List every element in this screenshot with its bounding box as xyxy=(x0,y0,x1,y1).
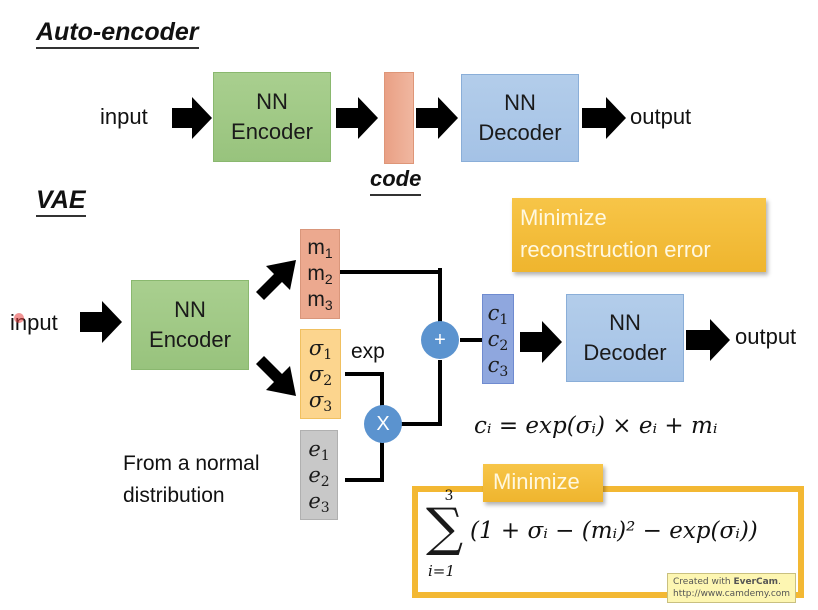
sigma-item: σ3 xyxy=(308,388,333,415)
vae-decoder-box: NN Decoder xyxy=(566,294,684,382)
line-e-to-x xyxy=(345,442,384,482)
autoencoder-encoder-box: NN Encoder xyxy=(213,72,331,162)
reparameterization-formula: cᵢ = exp(σᵢ) × eᵢ + mᵢ xyxy=(474,413,718,439)
c-item: c2 xyxy=(487,327,509,354)
c-vector: c1 c2 c3 xyxy=(482,294,514,384)
recon-note-line2: reconstruction error xyxy=(520,237,711,262)
normal-line2: distribution xyxy=(123,484,225,507)
arrow-c-to-decoder xyxy=(520,321,562,363)
exp-label: exp xyxy=(351,340,385,363)
arrow-vae-decoder-to-output xyxy=(686,319,730,361)
code-vector xyxy=(384,72,414,164)
encoder-line2: Encoder xyxy=(231,119,313,144)
sigma-vector: σ1 σ2 σ3 xyxy=(300,329,341,419)
multiply-operator-icon: X xyxy=(364,405,402,443)
plus-operator-icon: + xyxy=(421,321,459,359)
vae-decoder-line2: Decoder xyxy=(583,340,667,365)
c-item: c1 xyxy=(487,301,509,328)
vae-title: VAE xyxy=(36,186,86,217)
kl-minimize-note: Minimize xyxy=(483,464,603,502)
evercam-watermark: Created with EverCam. http://www.camdemy… xyxy=(667,573,797,603)
vae-encoder-box: NN Encoder xyxy=(131,280,249,370)
noise-vector: e1 e2 e3 xyxy=(300,430,338,520)
arrow-code-to-decoder xyxy=(416,97,458,139)
sigma-item: σ2 xyxy=(308,362,333,389)
autoencoder-decoder-box: NN Decoder xyxy=(461,74,579,162)
watermark-line1: Created with EverCam. xyxy=(673,577,781,587)
arrow-decoder-to-output xyxy=(582,97,626,139)
e-item: e1 xyxy=(308,437,330,464)
reconstruction-error-note: Minimize reconstruction error xyxy=(512,198,766,272)
m-item: m3 xyxy=(307,288,333,313)
recon-note-line1: Minimize xyxy=(520,205,607,230)
code-label: code xyxy=(370,165,422,196)
sum-symbol: ∑ xyxy=(426,498,464,558)
autoencoder-output-label: output xyxy=(630,104,692,129)
arrow-encoder-to-code xyxy=(336,97,378,139)
m-vector: m1 m2 m3 xyxy=(300,229,340,319)
kl-expression: (1 + σᵢ − (mᵢ)² − exp(σᵢ)) xyxy=(470,518,758,544)
decoder-line2: Decoder xyxy=(478,120,562,145)
vae-decoder-line1: NN xyxy=(609,310,641,335)
kl-loss-frame: 3 ∑ i=1 (1 + σᵢ − (mᵢ)² − exp(σᵢ)) xyxy=(412,486,804,598)
arrow-vae-input-to-encoder xyxy=(80,301,122,343)
arrow-encoder-to-m xyxy=(256,260,296,300)
arrow-input-to-encoder xyxy=(172,97,212,139)
sum-upper-bound: 3 xyxy=(444,488,454,504)
m-item: m2 xyxy=(307,262,333,287)
e-item: e2 xyxy=(308,463,330,490)
normal-distribution-label: From a normal distribution xyxy=(123,448,260,512)
decoder-line1: NN xyxy=(504,90,536,115)
e-item: e3 xyxy=(308,489,330,516)
vae-encoder-line1: NN xyxy=(174,297,206,322)
sum-lower-bound: i=1 xyxy=(428,562,455,580)
cursor-highlight xyxy=(14,313,24,323)
vae-output-label: output xyxy=(735,324,797,349)
autoencoder-title: Auto-encoder xyxy=(36,18,199,49)
m-item: m1 xyxy=(307,236,333,261)
encoder-line1: NN xyxy=(256,89,288,114)
autoencoder-input-label: input xyxy=(100,104,148,129)
normal-line1: From a normal xyxy=(123,452,260,475)
kl-note-text: Minimize xyxy=(493,469,580,494)
line-sigma-to-x xyxy=(345,372,384,406)
sigma-item: σ1 xyxy=(308,336,333,363)
c-item: c3 xyxy=(487,353,509,380)
arrow-encoder-to-sigma xyxy=(256,356,296,396)
vae-encoder-line2: Encoder xyxy=(149,327,231,352)
watermark-line2: http://www.camdemy.com xyxy=(673,589,791,599)
line-x-to-plus xyxy=(400,360,442,426)
